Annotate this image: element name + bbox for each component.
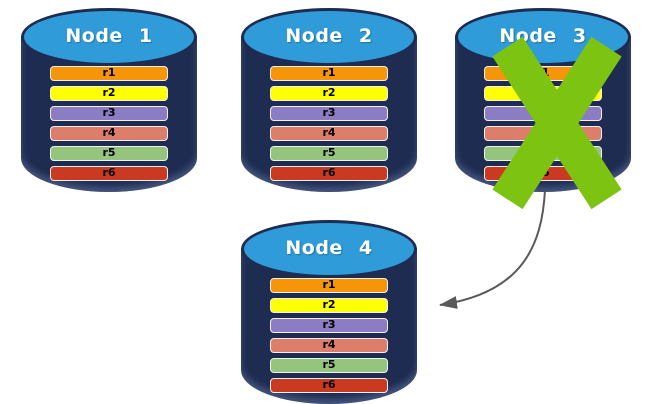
replica-bar: r6 [270,166,388,181]
replica-bar: r3 [270,106,388,121]
replica-bar: r1 [270,278,388,293]
replica-bar: r4 [270,338,388,353]
node-title: Node 4 [285,237,373,259]
replica-bar: r5 [50,146,168,161]
db-node-1: Node 1 r1 r2 r3 r4 r5 r6 [21,8,197,192]
replica-bar: r1 [270,66,388,81]
cylinder-top [241,8,417,66]
db-node-4: Node 4 r1 r2 r3 r4 r5 r6 [241,220,417,404]
replica-bar: r5 [270,358,388,373]
replica-bar: r5 [270,146,388,161]
replica-bar: r2 [270,298,388,313]
cylinder-top [241,220,417,278]
replica-bar: r6 [50,166,168,181]
replica-bar: r3 [270,318,388,333]
replica-bar: r2 [270,86,388,101]
db-node-2: Node 2 r1 r2 r3 r4 r5 r6 [241,8,417,192]
replica-bar: r4 [50,126,168,141]
db-node-3-failed: Node 3 r1 r2 r3 r4 r5 r6 [455,8,631,210]
node-title: Node 2 [285,25,373,47]
replica-bar: r4 [270,126,388,141]
node-title: Node 1 [65,25,153,47]
cylinder-top [21,8,197,66]
replica-bar: r1 [50,66,168,81]
replica-bar: r6 [270,378,388,393]
failure-x-icon [491,36,622,210]
replica-bar: r3 [50,106,168,121]
replica-bar: r2 [50,86,168,101]
arrow-curve [439,189,546,309]
